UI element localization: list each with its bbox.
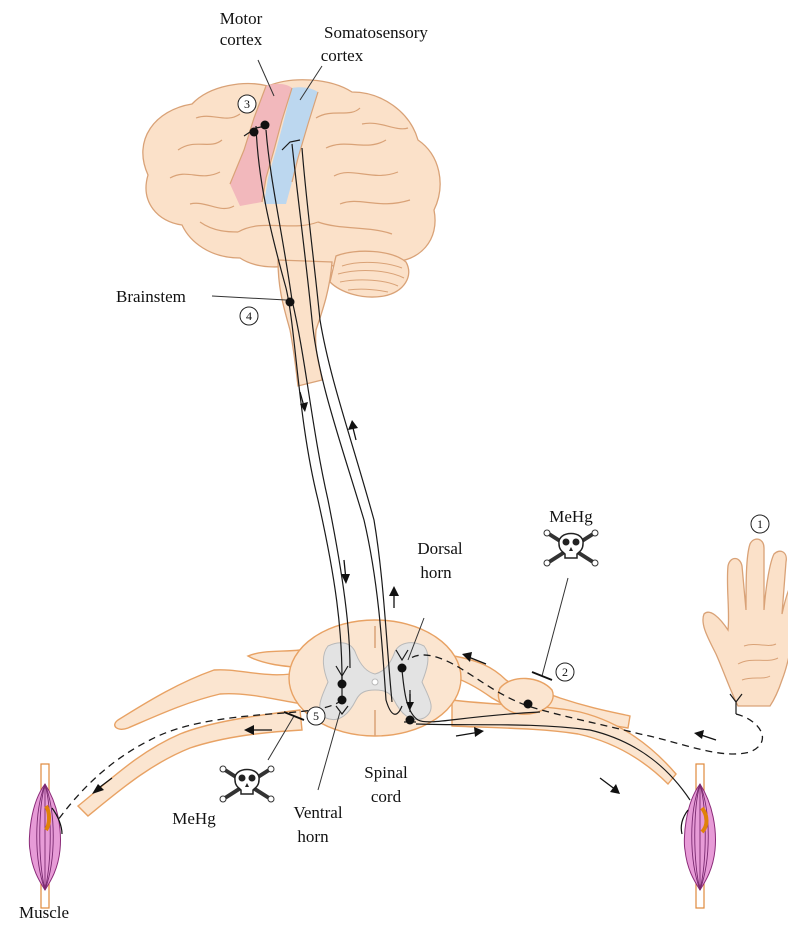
step-2: 2 [556, 663, 574, 681]
label-spinal-cord: Spinal cord [364, 763, 408, 806]
label-ventral-horn: Ventral horn [293, 803, 342, 846]
svg-text:horn: horn [420, 563, 452, 582]
motor-cortex-neuron [250, 128, 259, 137]
label-somatosensory-cortex: Somatosensory cortex [321, 23, 429, 65]
label-muscle: Muscle [19, 903, 69, 922]
svg-text:cortex: cortex [220, 30, 263, 49]
step-5: 5 [307, 707, 325, 725]
ventral-horn-neuron-lower [338, 696, 347, 705]
ventral-horn-neuron-upper [338, 680, 347, 689]
svg-text:cortex: cortex [321, 46, 364, 65]
arrow-down-right [600, 778, 620, 794]
svg-text:horn: horn [297, 827, 329, 846]
dorsal-horn-neuron [398, 664, 407, 673]
dorsal-horn-neuron-lower [406, 716, 415, 725]
svg-text:Ventral: Ventral [293, 803, 342, 822]
step-4: 4 [240, 307, 258, 325]
label-brainstem: Brainstem [116, 287, 186, 306]
arrow-up-left-hand [694, 730, 716, 740]
sensory-cortex-neuron [261, 121, 270, 130]
svg-text:cord: cord [371, 787, 402, 806]
label-mehg-bottom: MeHg [172, 809, 216, 828]
mehg-inhibition-line-sensory [542, 578, 568, 676]
skull-and-crossbones-icon-top [544, 530, 598, 566]
svg-text:3: 3 [244, 97, 250, 111]
arrow-right-1 [456, 727, 484, 737]
left-muscle [29, 764, 62, 908]
cerebellum [330, 251, 409, 297]
svg-text:2: 2 [562, 665, 568, 679]
brainstem-neuron [286, 298, 295, 307]
dorsal-root-ganglion [498, 678, 553, 714]
arrow-up-2 [389, 586, 399, 608]
svg-text:5: 5 [313, 709, 319, 723]
svg-text:1: 1 [757, 517, 763, 531]
step-3: 3 [238, 95, 256, 113]
label-motor-cortex: Motor cortex [220, 9, 263, 49]
right-muscle [681, 764, 715, 908]
svg-text:4: 4 [246, 309, 252, 323]
inhibition-bar-sensory [532, 672, 552, 680]
svg-text:Motor: Motor [220, 9, 263, 28]
skull-and-crossbones-icon-bottom [220, 766, 274, 802]
hand-icon [703, 539, 788, 706]
svg-text:Dorsal: Dorsal [417, 539, 463, 558]
svg-text:Spinal: Spinal [364, 763, 408, 782]
svg-text:Somatosensory: Somatosensory [324, 23, 428, 42]
step-1: 1 [751, 515, 769, 533]
central-canal [372, 679, 378, 685]
right-ventral-root [452, 700, 676, 784]
leader-brainstem [212, 296, 286, 300]
dorsal-root-ganglion-neuron [524, 700, 533, 709]
brain [143, 80, 440, 386]
label-dorsal-horn: Dorsal horn [417, 539, 463, 582]
label-mehg-top: MeHg [549, 507, 593, 526]
